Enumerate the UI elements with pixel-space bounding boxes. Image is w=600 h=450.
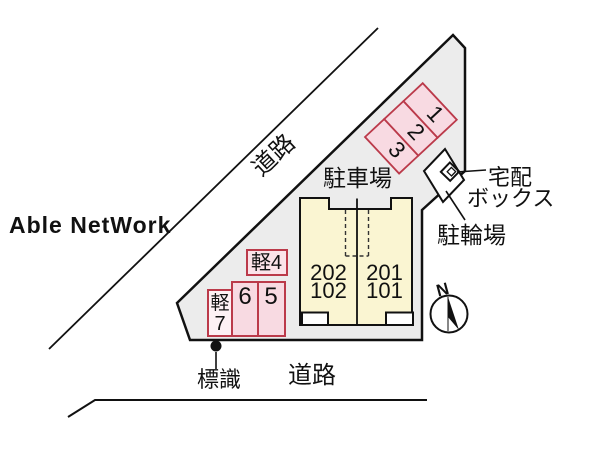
- parking-stall-kei7: [207, 289, 233, 337]
- parking-stall-1: [402, 81, 459, 139]
- stall-5-number: 5: [264, 283, 277, 310]
- stall-kei7-number: 7: [214, 313, 225, 335]
- stall-kei4-label: 軽4: [251, 251, 282, 274]
- unit-right-lower: 101: [366, 278, 403, 303]
- stall-6-number: 6: [238, 283, 251, 310]
- parking-stall-strip: 3 2 1: [363, 81, 459, 175]
- north-label: N: [434, 279, 451, 301]
- unit-right-upper: 201: [366, 260, 403, 285]
- sign-label: 標識: [197, 367, 241, 392]
- north-compass-icon: [429, 294, 469, 334]
- road-edge-line-bottom: [67, 399, 427, 418]
- parking-stall-5: [257, 281, 286, 337]
- parking-lot-label: 駐車場: [323, 165, 392, 191]
- delivery-box-icon: [439, 161, 461, 183]
- building-outline: [299, 197, 413, 326]
- watermark-text: Able NetWork: [9, 212, 171, 238]
- sign-marker-icon: [210, 340, 222, 352]
- leader-line-bicycle-parking: [445, 190, 466, 221]
- parking-stall-kei4: [246, 249, 288, 276]
- unit-left-lower: 102: [310, 278, 347, 303]
- road-edge-line-upper: [48, 27, 379, 350]
- road-label-bottom: 道路: [288, 362, 336, 389]
- leader-line-delivery-box: [456, 169, 487, 173]
- entrance-left: [301, 311, 329, 326]
- unit-left-upper: 202: [310, 260, 347, 285]
- delivery-box-label-line1: 宅配: [488, 165, 532, 190]
- stall-kei7-kanji: 軽: [210, 292, 229, 314]
- bicycle-parking-label: 駐輪場: [437, 222, 506, 248]
- delivery-box-label-line2: ボックス: [467, 186, 554, 211]
- entrance-right: [385, 311, 414, 326]
